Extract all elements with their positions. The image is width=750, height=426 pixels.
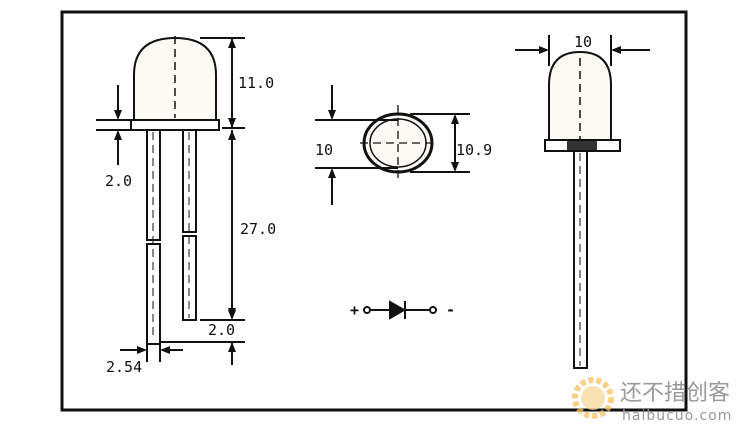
dim-flange-height: 2.0: [105, 172, 132, 190]
drawing-frame: [60, 10, 688, 412]
dim-top-height: 10.9: [456, 141, 492, 159]
dim-lead-offset: 2.0: [208, 321, 235, 339]
front-view-arrows: [539, 46, 621, 54]
cathode-sign: -: [446, 301, 455, 319]
top-view-arrows: [328, 110, 459, 178]
watermark-cn: 还不措创客: [620, 381, 730, 406]
dim-lead-spacing: 2.54: [106, 358, 142, 376]
watermark-url: haibucuo.com: [622, 408, 732, 424]
dim-dome-height: 11.0: [238, 74, 274, 92]
dim-lead-length: 27.0: [240, 220, 276, 238]
watermark-logo: [572, 377, 614, 419]
dimension-arrows: [114, 38, 236, 354]
anode-sign: +: [350, 301, 359, 319]
led-top-view: [315, 85, 470, 205]
diode-symbol: [363, 300, 437, 320]
led-side-view: [96, 36, 245, 365]
dim-top-width: 10: [315, 141, 333, 159]
led-front-view: [515, 35, 650, 369]
dim-side-width: 10: [574, 33, 592, 51]
